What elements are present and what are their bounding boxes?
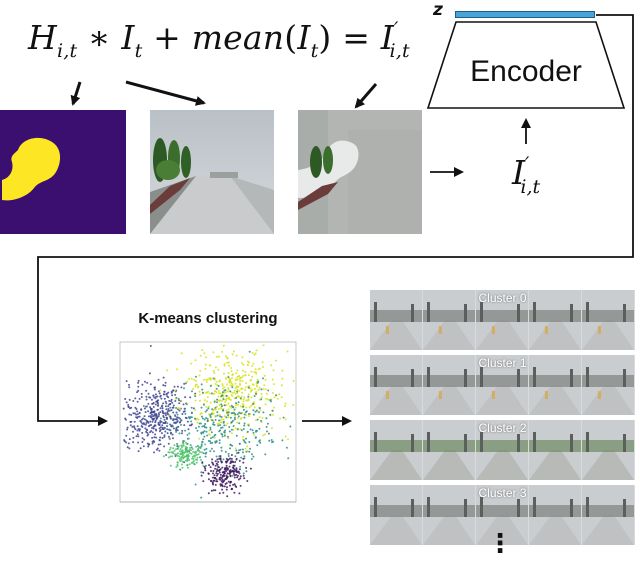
cluster-row-3: Cluster 3 xyxy=(370,485,635,545)
cluster-row-0: Cluster 0 xyxy=(370,290,635,350)
cluster-label-0: Cluster 0 xyxy=(478,291,527,305)
iprime-sub: i,t xyxy=(520,176,541,198)
more-clusters-indicator: ⋮ xyxy=(487,529,513,559)
eq-conv: ∗ xyxy=(77,18,122,57)
eq-result-sub: i,t xyxy=(389,40,410,62)
loop-connector xyxy=(37,14,634,426)
encoder-label: Encoder xyxy=(470,55,582,88)
scatter-points xyxy=(122,344,295,499)
kmeans-scatter-plot xyxy=(119,341,297,503)
cluster-row-2: Cluster 2 xyxy=(370,420,635,480)
cluster-row-1: Cluster 1 xyxy=(370,355,635,415)
cluster-label-3: Cluster 3 xyxy=(478,486,527,500)
eq-h: H xyxy=(28,18,57,57)
iprime-base: I xyxy=(512,153,526,192)
eq-i2-sub: t xyxy=(310,40,319,62)
arrow-iprime-to-masked xyxy=(354,83,378,109)
iprime-prime: ′ xyxy=(525,153,530,175)
encoder-shape xyxy=(426,21,626,109)
eq-result-prime: ′ xyxy=(393,18,399,40)
eq-result: I xyxy=(380,18,394,57)
cluster-label-2: Cluster 2 xyxy=(478,421,527,435)
mask-image xyxy=(0,110,126,234)
cluster-frame-image xyxy=(370,355,634,415)
eq-lparen: ( xyxy=(284,18,298,57)
road-frame-image xyxy=(150,110,274,234)
eq-plus: + xyxy=(142,18,192,57)
input-iprime-label: I′i,t xyxy=(512,153,540,198)
cluster-frame-image xyxy=(370,290,634,350)
eq-i-sub: t xyxy=(134,40,143,62)
arrow-i-to-frame xyxy=(125,80,206,106)
latent-z-label: z xyxy=(433,0,443,20)
eq-equals: = xyxy=(331,18,381,57)
arrow-h-to-mask xyxy=(70,81,82,106)
latent-z-bar xyxy=(455,11,595,18)
cluster-label-1: Cluster 1 xyxy=(478,356,527,370)
equation: Hi,t ∗ It + mean(It) = I′i,t xyxy=(28,18,410,62)
kmeans-title: K-means clustering xyxy=(138,310,278,327)
cluster-frame-image xyxy=(370,420,634,480)
eq-i: I xyxy=(121,18,135,57)
eq-mean: mean xyxy=(191,18,285,57)
eq-h-sub: i,t xyxy=(56,40,78,62)
eq-rparen: ) xyxy=(318,18,332,57)
eq-i2: I xyxy=(297,18,311,57)
cluster-frame-image xyxy=(370,485,634,545)
masked-frame-image xyxy=(298,110,422,234)
